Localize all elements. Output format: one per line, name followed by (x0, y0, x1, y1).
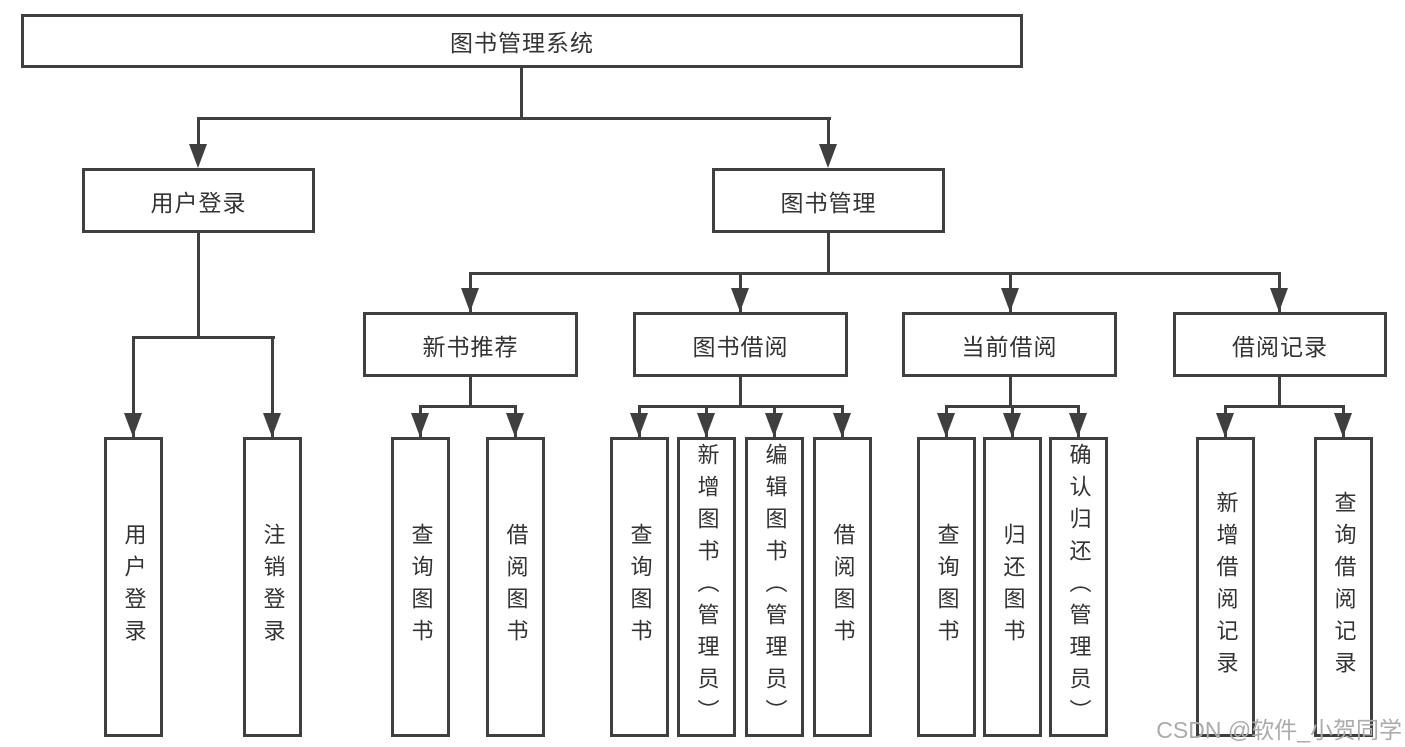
arrow-down-icon (189, 144, 207, 168)
connector-line (1278, 377, 1281, 408)
connector-line (132, 336, 135, 437)
connector-line (739, 377, 742, 408)
leaf-query-books-1: 查询图书 (391, 437, 450, 737)
connector-line (1009, 377, 1012, 408)
leaf-label: 注销登录 (260, 523, 286, 651)
node-book-management: 图书管理 (712, 168, 945, 233)
node-system-root: 图书管理系统 (21, 14, 1023, 68)
leaf-label: 归还图书 (1000, 523, 1026, 651)
leaf-label: 查询图书 (408, 523, 434, 651)
arrow-down-icon (765, 413, 783, 437)
connector-line (638, 405, 844, 408)
connector-line (469, 377, 472, 408)
connector-line (1224, 405, 1345, 408)
arrow-down-icon (1001, 288, 1019, 312)
leaf-query-books-2: 查询图书 (610, 437, 669, 737)
arrow-down-icon (731, 288, 749, 312)
leaf-label: 查询借阅记录 (1331, 491, 1357, 683)
arrow-down-icon (1334, 413, 1352, 437)
connector-line (132, 336, 275, 339)
node-label: 图书借阅 (692, 333, 789, 360)
arrow-down-icon (1216, 413, 1234, 437)
arrow-down-icon (833, 413, 851, 437)
leaf-return-books: 归还图书 (983, 437, 1042, 737)
csdn-watermark: CSDN @软件_小贺同学 (1156, 717, 1402, 743)
node-current-borrow: 当前借阅 (902, 312, 1117, 377)
connector-line (197, 117, 831, 120)
leaf-add-books-admin: 新增图书（管理员） (677, 437, 736, 737)
leaf-label: 新增图书（管理员） (694, 443, 720, 731)
connector-line (271, 336, 274, 437)
leaf-borrow-books-1: 借阅图书 (486, 437, 545, 737)
arrow-down-icon (697, 413, 715, 437)
node-borrow-records: 借阅记录 (1173, 312, 1387, 377)
connector-line (197, 233, 200, 336)
node-label: 借阅记录 (1232, 333, 1328, 360)
connector-line (827, 117, 830, 162)
arrow-down-icon (1069, 413, 1087, 437)
connector-line (520, 68, 523, 120)
leaf-label: 借阅图书 (503, 523, 529, 651)
leaf-logout: 注销登录 (243, 437, 302, 737)
arrow-down-icon (461, 288, 479, 312)
node-user-login: 用户登录 (82, 168, 315, 233)
arrow-down-icon (1003, 413, 1021, 437)
node-label: 新书推荐 (422, 333, 519, 360)
arrow-down-icon (819, 144, 837, 168)
leaf-label: 查询图书 (934, 523, 960, 651)
arrow-down-icon (263, 413, 281, 437)
arrow-down-icon (411, 413, 429, 437)
connector-line (419, 405, 517, 408)
leaf-user-login: 用户登录 (104, 437, 163, 737)
connector-line (827, 233, 830, 272)
node-label: 图书管理系统 (450, 30, 594, 56)
connector-line (469, 272, 1281, 275)
node-new-book-recommend: 新书推荐 (363, 312, 578, 377)
node-label: 当前借阅 (961, 333, 1058, 360)
leaf-confirm-return-admin: 确认归还（管理员） (1049, 437, 1108, 737)
leaf-borrow-books-2: 借阅图书 (813, 437, 872, 737)
leaf-query-borrow-record: 查询借阅记录 (1314, 437, 1373, 737)
node-label: 图书管理 (780, 189, 877, 216)
leaf-label: 编辑图书（管理员） (762, 443, 788, 731)
leaf-edit-books-admin: 编辑图书（管理员） (745, 437, 804, 737)
leaf-add-borrow-record: 新增借阅记录 (1196, 437, 1255, 737)
leaf-label: 用户登录 (121, 523, 147, 651)
arrow-down-icon (1270, 288, 1288, 312)
leaf-label: 借阅图书 (830, 523, 856, 651)
node-label: 用户登录 (150, 189, 247, 216)
arrow-down-icon (124, 413, 142, 437)
leaf-query-books-3: 查询图书 (917, 437, 976, 737)
arrow-down-icon (630, 413, 648, 437)
leaf-label: 查询图书 (627, 523, 653, 651)
connector-line (197, 117, 200, 162)
node-book-borrow: 图书借阅 (633, 312, 848, 377)
arrow-down-icon (937, 413, 955, 437)
arrow-down-icon (506, 413, 524, 437)
leaf-label: 确认归还（管理员） (1066, 443, 1092, 731)
leaf-label: 新增借阅记录 (1213, 491, 1239, 683)
